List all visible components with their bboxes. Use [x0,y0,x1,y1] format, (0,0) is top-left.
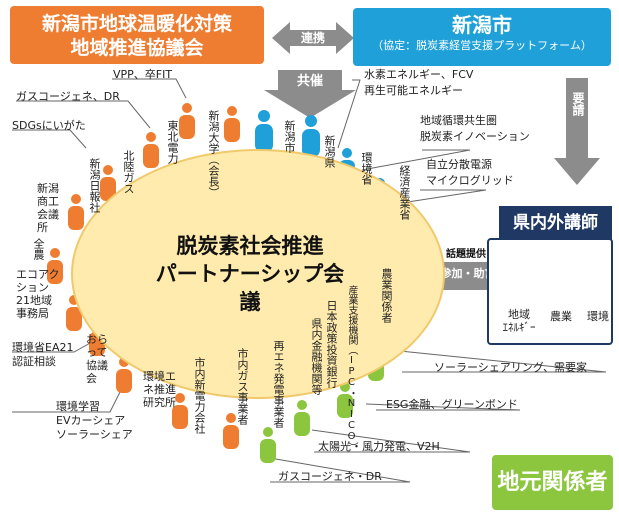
member-hokuriku-gas: 北陸ガス [122,150,135,194]
note-circular-1: 地域循環共生圏 [420,114,497,127]
member-agri: 農業関係者 [380,268,393,323]
note-distributed-1: 自立分散電源 [426,158,492,171]
member-gas-utility: 市内ガス事業者 [236,348,249,425]
partnership-arrow [272,22,354,54]
partnership-label: 連携 [300,31,325,45]
lecturers-panel [487,238,613,345]
note-hydrogen: 水素エネルギー、FCV [364,68,474,81]
person-icon [258,110,270,122]
person-icon [175,393,185,403]
note-esg: ESG金融、グリーンボンド [386,398,518,411]
person-icon [146,132,156,142]
council-name-line1: 新潟市地球温暖化対策 [41,13,232,35]
member-new-power: 市内新電力会社 [193,357,206,434]
note-circular-2: 脱炭素イノベーション [420,130,530,143]
person-icon [50,248,60,258]
member-dbj: 日本政策投資銀行 [325,300,338,388]
member-local-finance: 県内金融機関等 [310,318,323,395]
member-niigata-city: 新潟市 [283,120,296,153]
note-distributed-2: マイクログリッド [426,174,514,187]
member-zennoh: 全農 [32,238,45,260]
note-cogen-dr: ガスコージェネ、DR [16,90,120,103]
note-learning-3: ソーラーシェア [56,428,133,441]
person-icon [263,427,273,437]
member-moe: 環境省 [360,152,373,185]
member-env-energy-inst: 環境エネ推進研究所 [143,370,176,409]
niigata-city-box: 新潟市 （協定：脱炭素経営支援プラットフォーム） [353,8,611,66]
note-solar-sharing: ソーラーシェアリング、需要家 [434,361,588,374]
note-solar-wind: 太陽光・風力発電、V2H [318,440,440,453]
note-learning-1: 環境学習 [56,400,100,413]
person-icon [297,400,307,410]
member-oratte: おらって協議会 [86,333,108,385]
topic-label-2: 参加・助言 [440,267,496,280]
member-chamber: 新潟商工会議所 [37,182,59,234]
note-vpp: VPP、卒FIT [113,68,173,81]
topic-label-1: 話題提供 [446,249,486,260]
council-box: 新潟市地球温暖化対策 地域推進協議会 [10,6,264,64]
city-subtitle: （協定：脱炭素経営支援プラットフォーム） [372,39,592,52]
note-renewable: 再生可能エネルギー [364,84,463,97]
note-ea21: 環境省EA21 [12,341,74,354]
lecturer-env-label: 環境 [587,310,609,323]
lecturer-agri-label: 農業 [550,310,572,323]
person-icon [103,165,113,175]
member-industry-support: 産業支援機関（IPC・NICO） [346,285,357,452]
cohost-arrow [264,70,356,118]
member-niigata-nippo: 新潟日報社 [88,158,101,213]
member-ea21-office: エコアクション21地域事務局 [16,268,60,320]
note-learning-2: EVカーシェア [56,414,126,427]
council-name-line2: 地域推進協議会 [70,37,204,59]
person-icon [182,103,192,113]
conference-title: 脱炭素社会推進 パートナーシップ会議 [150,232,350,316]
conference-title-line2: パートナーシップ会議 [155,262,345,314]
cohost-label: 共催 [296,74,323,89]
conference-title-line1: 脱炭素社会推進 [176,234,324,258]
note-cogen-bottom: ガスコージェネ・DR [278,470,382,483]
request-arrow [554,78,600,185]
person-icon [227,106,237,116]
member-niigata-pref: 新潟県 [323,135,336,168]
lecturer-energy-label: 地域 ｴﾈﾙｷﾞｰ [502,308,536,334]
request-label: 要請 [571,92,585,116]
note-sdgs: SDGsにいがた [12,119,86,132]
member-meti: 経済産業省 [398,165,411,220]
member-niigata-univ: 新潟大学（会長） [207,110,220,198]
lecturers-box: 県内外講師 [499,206,612,240]
conference-ellipse [71,149,445,399]
person-icon [71,194,81,204]
local-stakeholders-box: 地元関係者 [492,455,613,510]
member-renewable-gen: 再エネ発電事業者 [272,340,285,428]
person-icon [342,148,352,158]
note-ea21-2: 認証相談 [12,355,56,368]
city-title: 新潟市 [452,13,512,37]
person-icon [305,115,317,127]
person-icon [226,413,236,423]
member-tohoku-electric: 東北電力 [166,120,179,164]
